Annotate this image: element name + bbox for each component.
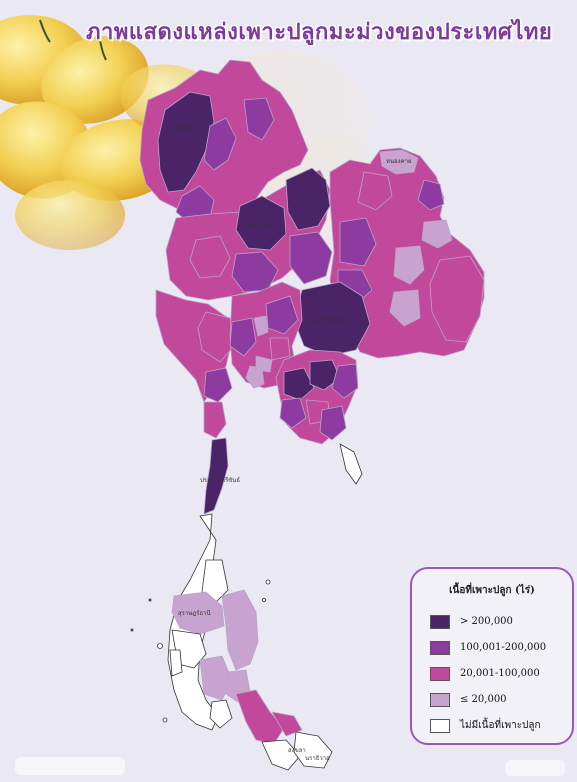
- province-phang-nga: [169, 649, 183, 677]
- legend-label: ไม่มีเนื้อที่เพาะปลูก: [460, 720, 541, 731]
- legend-item: ไม่มีเนื้อที่เพาะปลูก: [430, 719, 570, 737]
- label-phitsanulok: พิษณุโลก: [246, 222, 270, 230]
- province-ayutthaya: [253, 315, 269, 337]
- province-saraburi: [269, 337, 291, 361]
- province-lamphun: [203, 117, 237, 171]
- map-legend: เนื้อที่เพาะปลูก (ไร่) > 200,000 100,001…: [410, 567, 574, 745]
- legend-item: ≤ 20,000: [430, 693, 570, 711]
- label-nong-khai: หนองคาย: [386, 158, 412, 165]
- province-trat: [339, 443, 363, 485]
- province-bangkok: [245, 365, 265, 389]
- legend-swatch: [430, 719, 450, 733]
- province-sa-kaeo: [331, 363, 359, 399]
- province-chiang-mai: [157, 91, 215, 193]
- province-loei: [285, 167, 331, 231]
- province-chanthaburi: [319, 405, 347, 441]
- province-phayao: [243, 97, 275, 141]
- province-ratchaburi: [203, 367, 233, 403]
- province-chonburi: [279, 397, 307, 429]
- legend-item: 100,001-200,000: [430, 641, 570, 659]
- province-suphan: [229, 317, 257, 357]
- legend-item: > 200,000: [430, 615, 570, 633]
- legend-label: ≤ 20,000: [460, 694, 507, 705]
- province-prachinburi: [309, 359, 341, 391]
- page-title: ภาพแสดงแหล่งเพาะปลูกมะม่วงของประเทศไทย: [86, 20, 553, 45]
- label-loei: เลย: [300, 197, 309, 204]
- legend-label: 20,001-100,000: [460, 668, 540, 679]
- province-sakon: [417, 179, 445, 211]
- legend-label: 100,001-200,000: [460, 642, 547, 653]
- label-songkhla: สงขลา: [288, 747, 306, 754]
- province-pattani: [271, 711, 303, 737]
- province-phetchaburi: [203, 401, 227, 439]
- province-nakhon-phanom: [421, 219, 453, 249]
- province-prachuap: [203, 437, 229, 515]
- legend-item: 20,001-100,000: [430, 667, 570, 685]
- province-ubon: [429, 255, 485, 343]
- legend-swatch: [430, 641, 450, 655]
- label-chiang-mai: เชียงใหม่: [172, 124, 195, 132]
- label-prachuap: ประจวบคีรีขันธ์: [200, 476, 240, 484]
- province-phitsanulok: [235, 195, 287, 251]
- label-narathiwat: นราธิวาส: [305, 755, 330, 762]
- province-chachoengsao: [283, 367, 315, 401]
- province-khon-kaen: [339, 217, 377, 267]
- province-labels: เชียงใหม่ พิษณุโลก เลย หนองคาย นครราชสีม…: [172, 124, 412, 762]
- province-roi-et: [389, 289, 421, 327]
- province-kamphaeng: [189, 235, 231, 279]
- province-yala: [261, 739, 301, 771]
- province-lopburi: [265, 295, 299, 335]
- province-phetchabun: [289, 231, 333, 285]
- label-surat: สุราษฎร์ธานี: [178, 609, 211, 617]
- province-nakhon-si: [221, 589, 259, 671]
- province-surat: [171, 591, 225, 635]
- province-udon: [357, 171, 393, 211]
- province-satun: [209, 699, 233, 729]
- province-nong-khai: [379, 149, 419, 175]
- legend-swatch: [430, 693, 450, 707]
- province-narathiwat: [293, 731, 333, 769]
- legend-swatch: [430, 667, 450, 681]
- province-chumphon: [201, 559, 229, 605]
- legend-label: > 200,000: [460, 616, 513, 627]
- province-kalasin: [393, 245, 425, 285]
- legend-swatch: [430, 615, 450, 629]
- label-nakhon-ratchasima: นครราชสีมา: [312, 316, 345, 324]
- legend-title: เนื้อที่เพาะปลูก (ไร่): [449, 585, 535, 596]
- province-kanchanaburi: [197, 311, 237, 363]
- province-songkhla: [235, 689, 285, 745]
